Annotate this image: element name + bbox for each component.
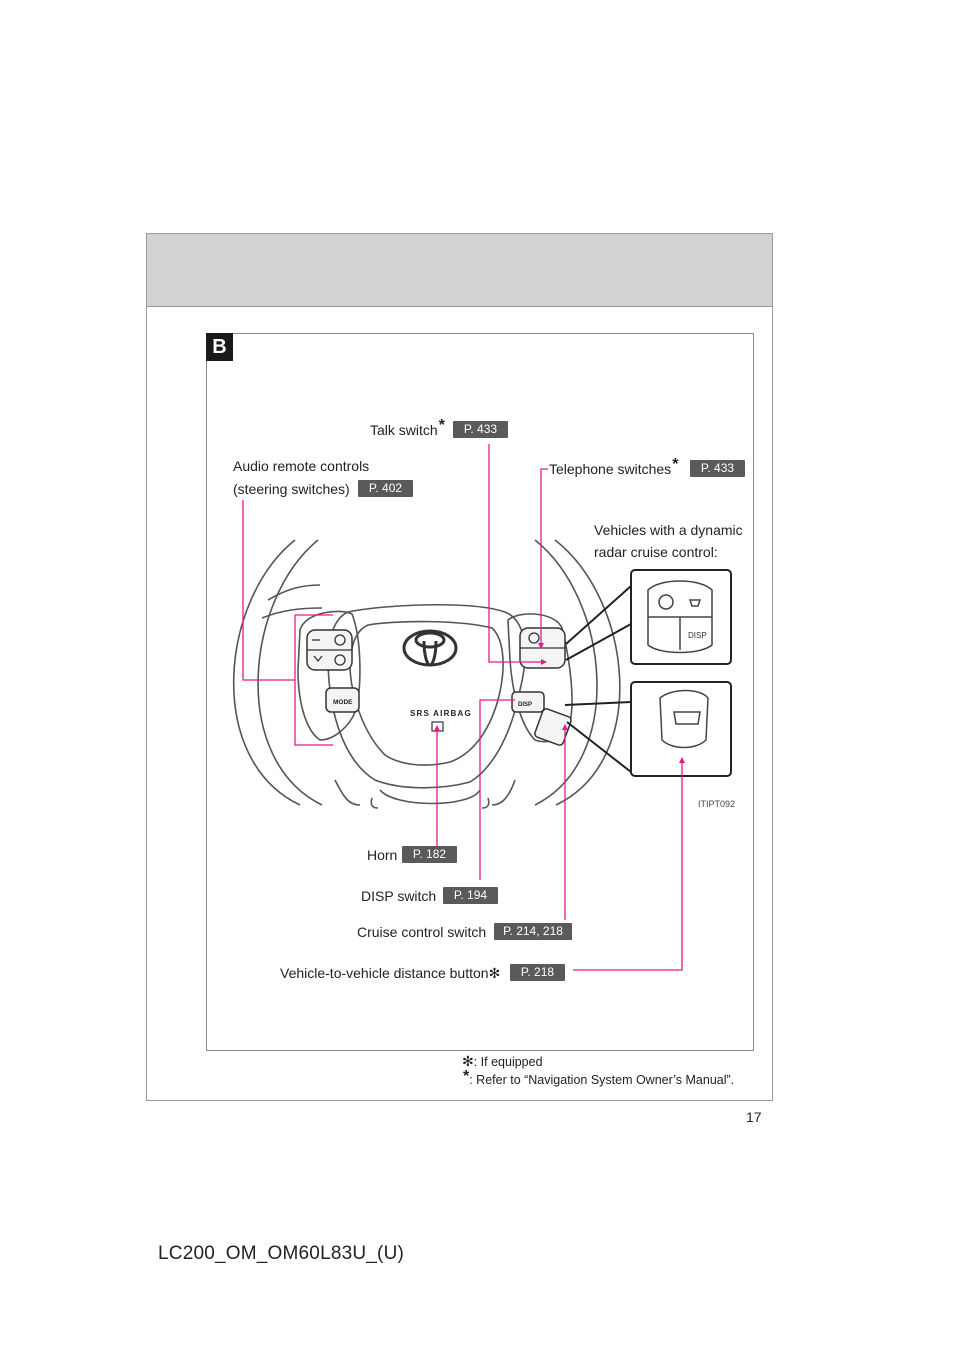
asterisk-icon: * [672,456,679,473]
talk-switch-label: Talk switch* [370,417,445,438]
audio-controls-ref: P. 402 [358,480,413,497]
asterisk-icon: * [438,417,445,434]
audio-controls-label-line1: Audio remote controls [233,458,370,474]
disp-switch-label: DISP switch [361,888,437,904]
cruise-control-label: Cruise control switch [357,924,487,940]
asterisk-icon: ✻ [488,965,501,981]
distance-button-label: Vehicle-to-vehicle distance button✻ [280,965,501,981]
dynamic-radar-label-line2: radar cruise control: [594,544,718,560]
mode-button-text: MODE [333,699,353,706]
telephone-switches-label: Telephone switches* [549,456,679,477]
telephone-switches-ref: P. 433 [690,460,745,477]
asterisk-icon: ✻ [462,1053,474,1069]
talk-switch-ref: P. 433 [453,421,508,438]
cruise-control-ref: P. 214, 218 [494,923,572,940]
footnote-navigation: *: Refer to “Navigation System Owner’s M… [463,1068,735,1087]
page-number: 17 [746,1109,762,1125]
horn-label: Horn [367,847,398,863]
inset-disp-text: DISP [688,631,707,640]
document-id: LC200_OM_OM60L83U_(U) [158,1243,405,1264]
horn-ref: P. 182 [402,846,457,863]
header-band [147,234,772,307]
asterisk-icon: * [463,1068,470,1085]
section-tag: B [206,333,233,361]
airbag-text: SRS AIRBAG [410,709,472,718]
dynamic-radar-label-line1: Vehicles with a dynamic [594,522,743,538]
figure-id: ITIPT092 [698,799,736,809]
audio-controls-label-line2: (steering switches) [233,481,350,497]
footnote-if-equipped: ✻: If equipped [462,1053,543,1069]
disp-switch-ref: P. 194 [443,887,498,904]
distance-button-ref: P. 218 [510,964,565,981]
wheel-disp-text: DISP [518,702,532,708]
